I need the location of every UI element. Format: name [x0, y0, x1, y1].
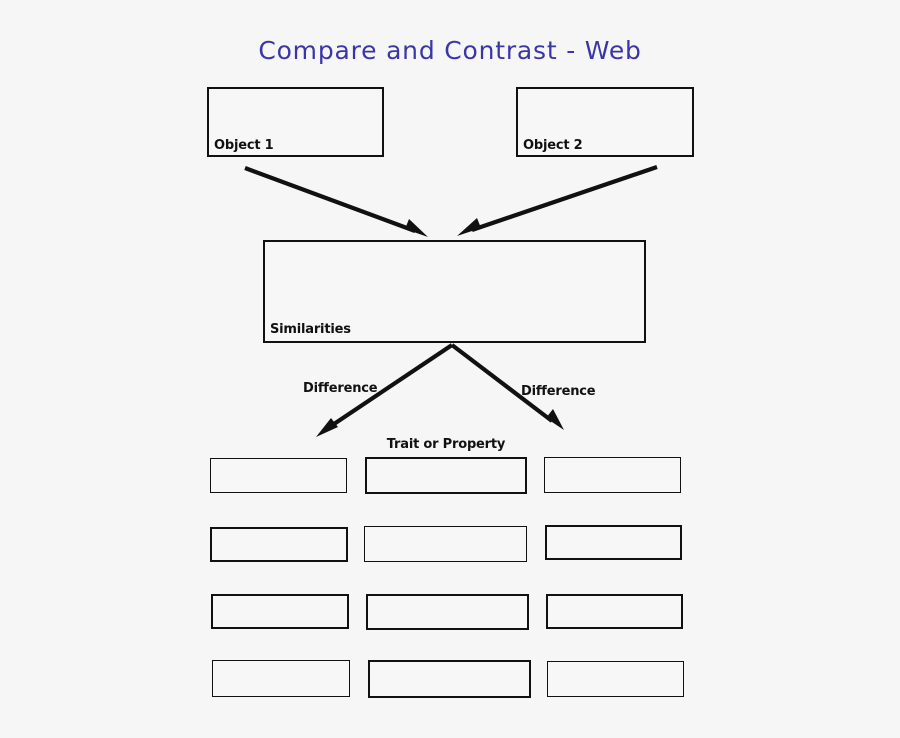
object-1-box[interactable]: Object 1: [207, 87, 384, 157]
trait-cell-r4c2[interactable]: [368, 660, 531, 698]
difference-label-left: Difference: [303, 381, 378, 396]
trait-cell-r3c3[interactable]: [546, 594, 683, 629]
object-2-label: Object 2: [523, 138, 583, 153]
similarities-label: Similarities: [270, 322, 351, 337]
trait-cell-r4c1[interactable]: [212, 660, 350, 697]
trait-cell-r3c1[interactable]: [211, 594, 349, 629]
trait-cell-r3c2[interactable]: [366, 594, 529, 630]
arrow-object2-to-similarities: [457, 165, 658, 236]
object-2-box[interactable]: Object 2: [516, 87, 694, 157]
trait-cell-r2c1[interactable]: [210, 527, 348, 562]
object-1-label: Object 1: [214, 138, 274, 153]
trait-cell-r1c2[interactable]: [365, 457, 527, 494]
trait-cell-r2c2[interactable]: [364, 526, 527, 562]
trait-or-property-header: Trait or Property: [386, 437, 506, 452]
arrow-object1-to-similarities: [244, 166, 428, 237]
trait-cell-r2c3[interactable]: [545, 525, 682, 560]
trait-cell-r1c3[interactable]: [544, 457, 681, 493]
page-title: Compare and Contrast - Web: [258, 36, 642, 65]
difference-label-right: Difference: [521, 384, 596, 399]
trait-cell-r1c1[interactable]: [210, 458, 347, 493]
trait-cell-r4c3[interactable]: [547, 661, 684, 697]
similarities-box[interactable]: Similarities: [263, 240, 646, 343]
